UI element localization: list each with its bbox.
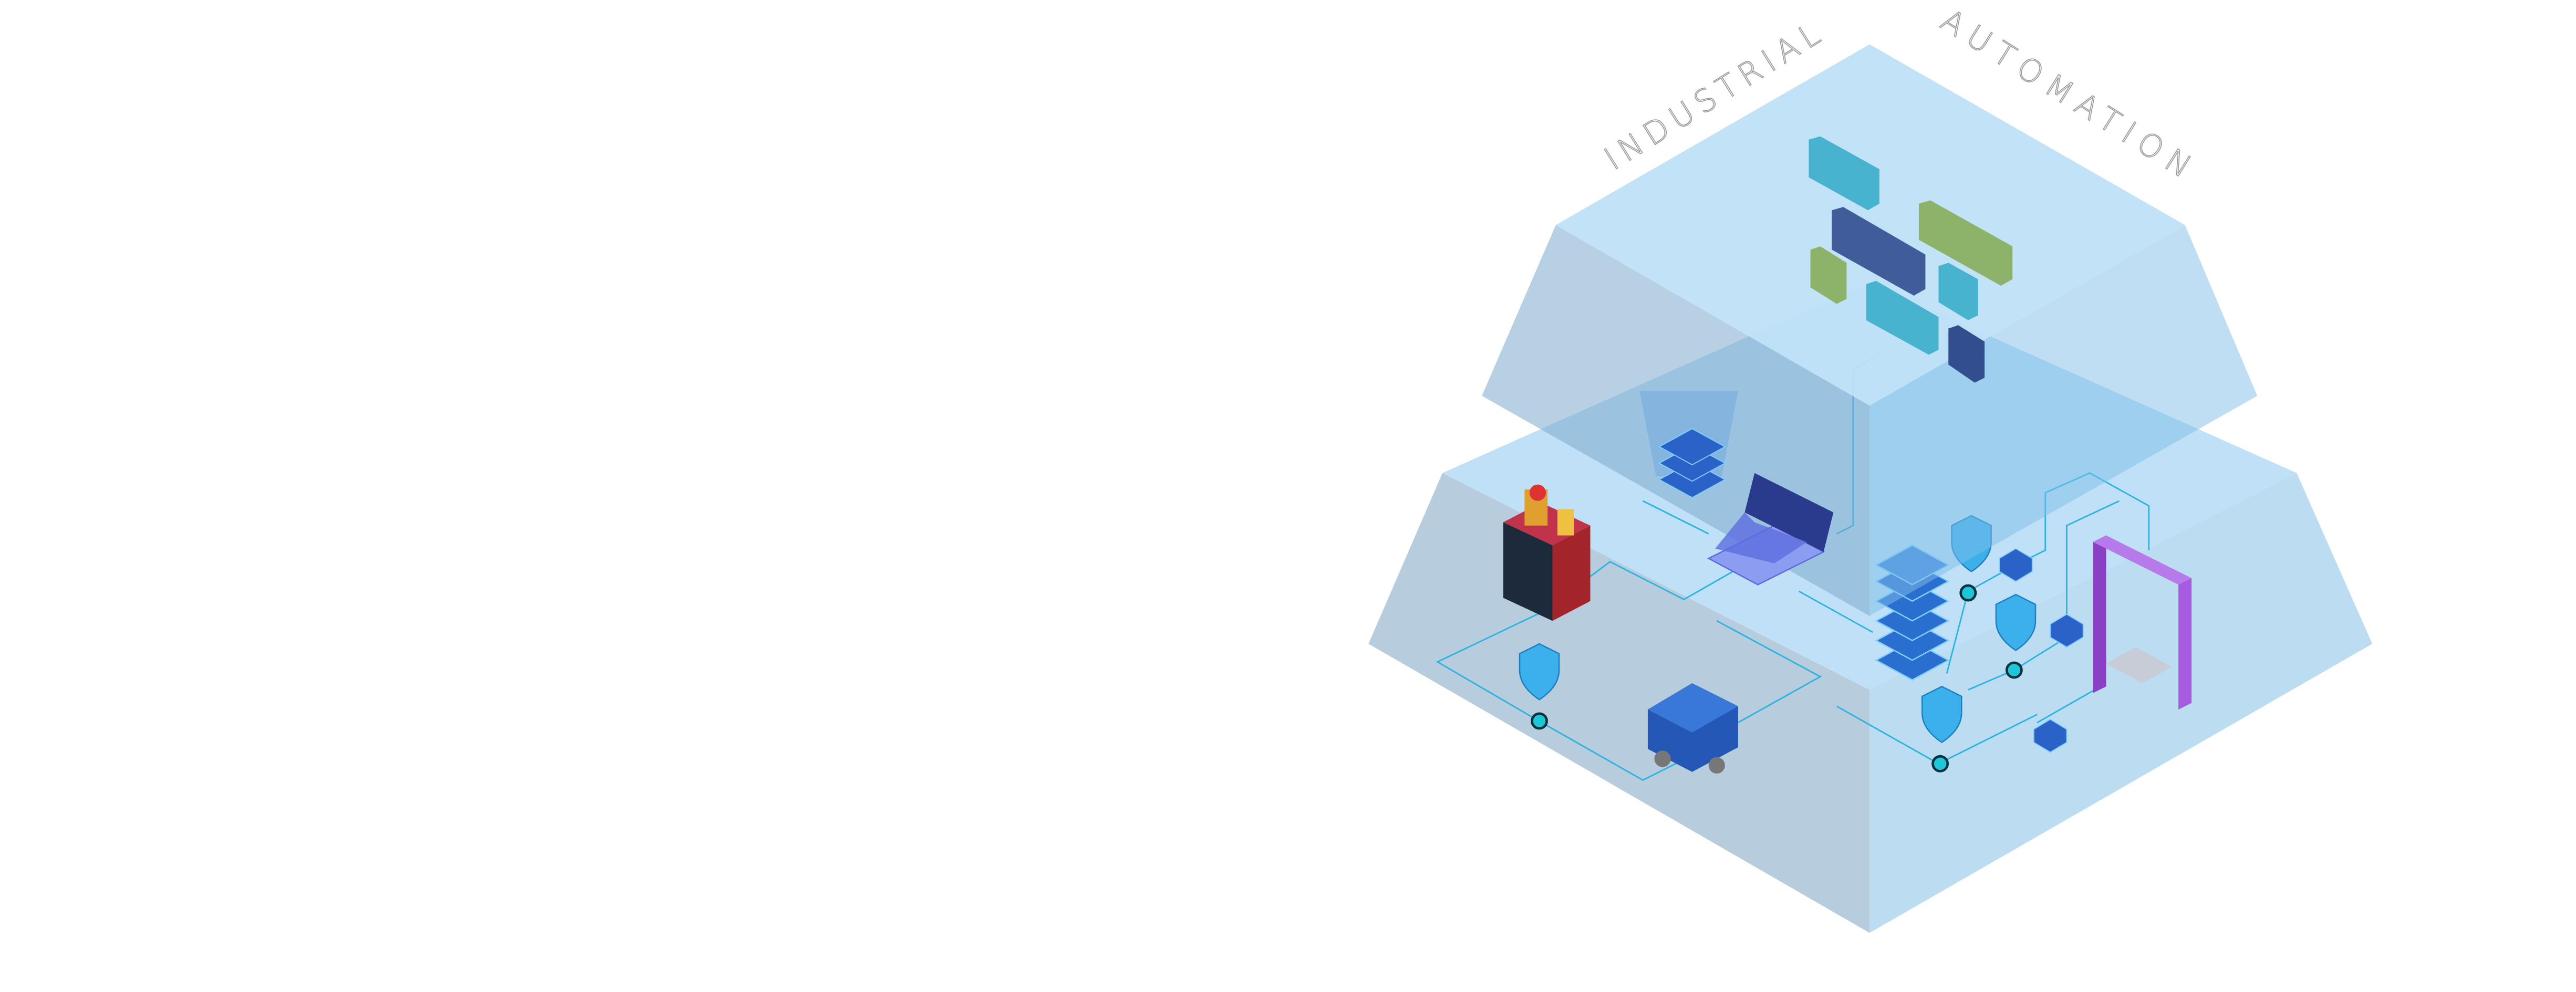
shield-icon	[1519, 643, 1560, 701]
network-node-icon	[2005, 661, 2023, 679]
3d-printer-icon	[2093, 535, 2192, 710]
analytics-server-icon	[1639, 391, 1738, 498]
cloud-tiles-icon	[1809, 136, 2013, 383]
network-node-icon	[1531, 712, 1548, 730]
laptop-icon	[1707, 473, 1834, 586]
shield-icon	[1995, 593, 2037, 651]
network-node-icon	[1931, 755, 1949, 772]
device-cube-icon	[1999, 548, 2033, 582]
mobile-robot-icon	[1647, 683, 1738, 774]
network-node-icons	[1531, 584, 2023, 772]
shield-icon	[1921, 685, 1962, 744]
device-cube-icons	[1999, 548, 2084, 753]
device-cube-icon	[2050, 613, 2084, 648]
robot-arm-icon	[1503, 484, 1591, 621]
device-cube-icon	[2033, 718, 2068, 753]
network-node-icon	[1959, 584, 1977, 602]
